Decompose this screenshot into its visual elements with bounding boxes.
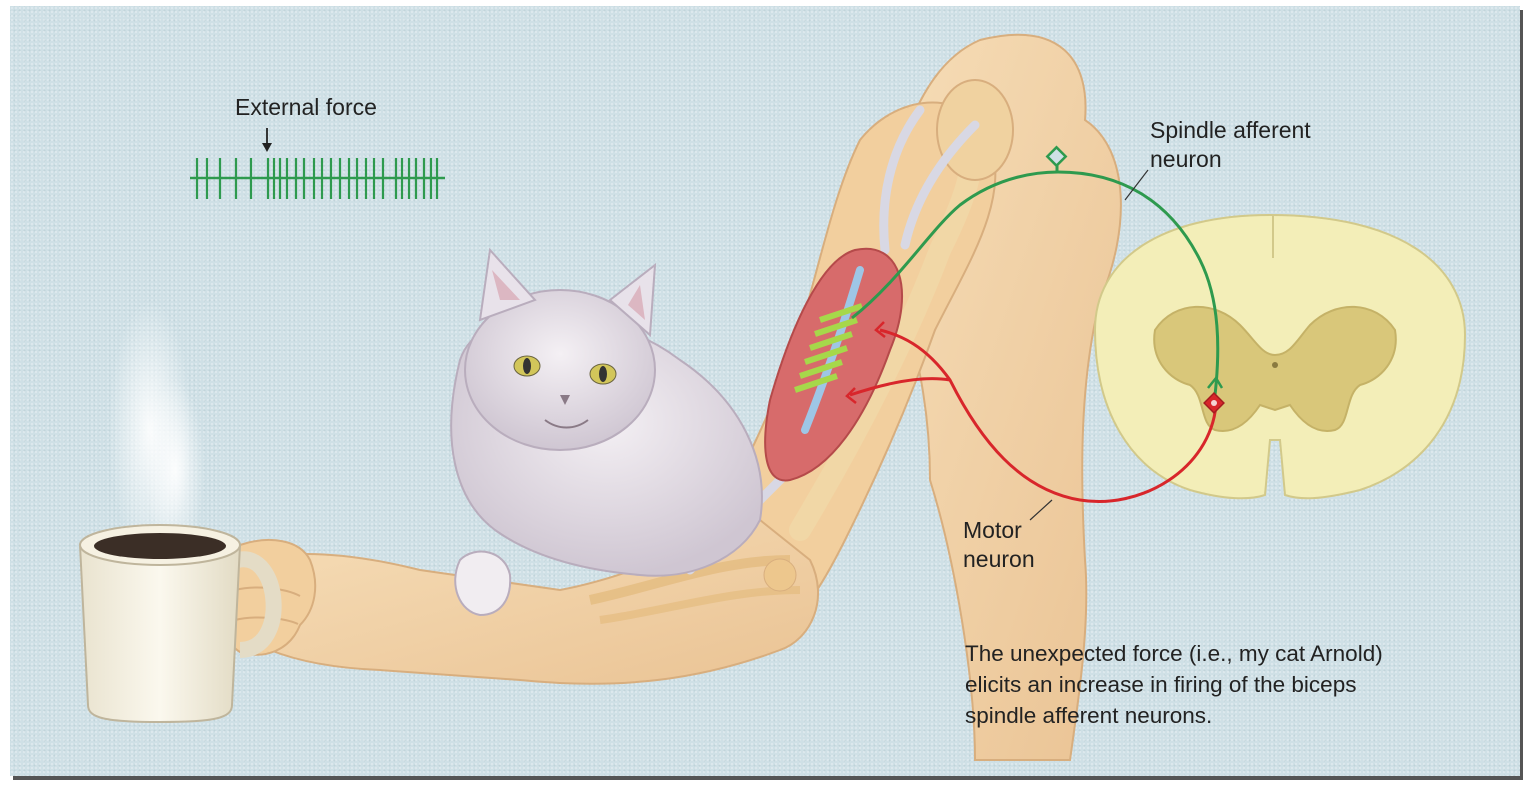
caption-line2: elicits an increase in firing of the bic… <box>965 669 1356 700</box>
external-force-label: External force <box>235 93 377 122</box>
caption-line1: The unexpected force (i.e., my cat Arnol… <box>965 638 1383 669</box>
external-force-arrow-icon <box>262 128 272 152</box>
motor-neuron-label-line1: Motor <box>963 516 1022 545</box>
caption-line3: spindle afferent neurons. <box>965 700 1212 731</box>
spindle-afferent-label-line1: Spindle afferent <box>1150 116 1311 145</box>
motor-neuron-label-line2: neuron <box>963 545 1035 574</box>
spinal-cord-cross-section <box>1095 215 1465 498</box>
cat-illustration <box>451 250 762 615</box>
spindle-afferent-label-line2: neuron <box>1150 145 1222 174</box>
spike-train <box>190 158 445 199</box>
steam-icon <box>108 300 205 560</box>
